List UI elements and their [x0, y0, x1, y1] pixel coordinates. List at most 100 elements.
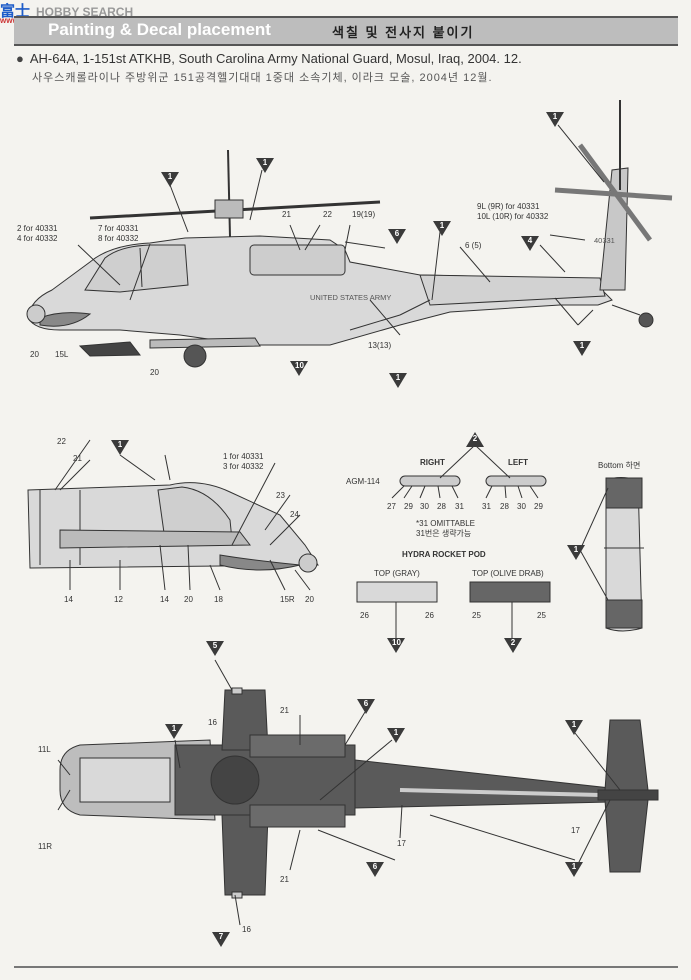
- hydra-top-gray: TOP (GRAY): [374, 569, 420, 578]
- agm-r28: 28: [437, 502, 446, 511]
- subject-en: AH-64A, 1-151st ATKHB, South Carolina Ar…: [29, 51, 522, 66]
- bottom-title-ko: 하면: [625, 461, 641, 470]
- label-13: 13(13): [368, 341, 392, 350]
- label-19: 19(19): [352, 210, 376, 219]
- label-d14a: 14: [64, 595, 73, 604]
- agm-label: AGM-114: [346, 477, 380, 486]
- agm-r27: 27: [387, 502, 396, 511]
- callout-1: 1: [546, 112, 564, 127]
- agm-left-title: LEFT: [508, 458, 528, 467]
- top-label-11r: 11R: [38, 842, 53, 851]
- callout-1: 1: [256, 158, 274, 173]
- callout-1: 1: [387, 728, 405, 743]
- label-2-for-40331: 2 for 40331: [17, 224, 58, 233]
- section-header: Painting & Decal placement 색칠 및 전사지 붙이기: [14, 16, 678, 46]
- page-border-bottom: [14, 966, 678, 968]
- callout-6: 6: [357, 699, 375, 714]
- callout-1: 1: [161, 172, 179, 187]
- agm-l31: 31: [482, 502, 491, 511]
- agm-r31: 31: [455, 502, 464, 511]
- fuselage-marking: UNITED STATES ARMY: [310, 293, 392, 302]
- label-d20b: 20: [305, 595, 314, 604]
- callout-2: 2: [504, 638, 522, 653]
- callout-5: 5: [206, 641, 224, 656]
- label-d14b: 14: [160, 595, 169, 604]
- subject-line: ● AH-64A, 1-151st ATKHB, South Carolina A…: [16, 51, 522, 66]
- hydra-title: HYDRA ROCKET POD: [402, 550, 486, 559]
- label-4-for-40332: 4 for 40332: [17, 234, 58, 243]
- label-15l: 15L: [55, 350, 69, 359]
- top-label-21a: 21: [280, 706, 289, 715]
- side-view-helicopter: [26, 100, 673, 368]
- callout-1: 1: [567, 545, 585, 560]
- omit-note-en: *31 OMITTABLE: [416, 519, 475, 528]
- agm-right-title: RIGHT: [420, 458, 445, 467]
- agm-r29: 29: [404, 502, 413, 511]
- callout-4: 4: [521, 236, 539, 251]
- agm-missiles: [391, 444, 547, 499]
- label-6-5: 6 (5): [465, 241, 482, 250]
- callout-6: 6: [388, 229, 406, 244]
- bottom-view-wing: [579, 477, 644, 632]
- label-d12: 12: [114, 595, 123, 604]
- label-10l: 10L (10R) for 40332: [477, 212, 549, 221]
- callout-1: 1: [165, 724, 183, 739]
- label-23: 23: [276, 491, 285, 500]
- bullet-icon: ●: [16, 51, 24, 66]
- label-24: 24: [290, 510, 299, 519]
- callout-10: 10: [387, 638, 405, 653]
- label-d21: 21: [73, 454, 82, 463]
- top-view-helicopter: [57, 659, 659, 926]
- agm-l30: 30: [517, 502, 526, 511]
- header-title-ko: 색칠 및 전사지 붙이기: [332, 25, 475, 40]
- label-d18: 18: [214, 595, 223, 604]
- omit-note-ko: 31번은 생략가능: [416, 529, 472, 538]
- label-9l: 9L (9R) for 40331: [477, 202, 540, 211]
- callout-7: 7: [212, 932, 230, 947]
- callout-1: 1: [111, 440, 129, 455]
- label-3-for-40332: 3 for 40332: [223, 462, 264, 471]
- hydra-top-olive: TOP (OLIVE DRAB): [472, 569, 544, 578]
- hydra-o25a: 25: [472, 611, 481, 620]
- callout-1: 1: [573, 341, 591, 356]
- top-label-17b: 17: [571, 826, 580, 835]
- tail-number-marking: 40331: [594, 236, 615, 245]
- label-d22: 22: [57, 437, 66, 446]
- hydra-o25b: 25: [537, 611, 546, 620]
- label-21: 21: [282, 210, 291, 219]
- callout-10: 10: [290, 361, 308, 376]
- label-1-for-40331: 1 for 40331: [223, 452, 264, 461]
- agm-r30: 30: [420, 502, 429, 511]
- agm-l29: 29: [534, 502, 543, 511]
- watermark-logo: 富士: [0, 3, 31, 20]
- hydra-g26b: 26: [425, 611, 434, 620]
- label-20b: 20: [150, 368, 159, 377]
- hydra-pods: [356, 581, 551, 640]
- watermark-site: HOBBY SEARCH: [36, 5, 134, 19]
- top-label-17a: 17: [397, 839, 406, 848]
- side-view-detail: [27, 439, 319, 591]
- bottom-title-en: Bottom: [598, 461, 624, 470]
- top-label-21b: 21: [280, 875, 289, 884]
- top-label-11l: 11L: [38, 745, 51, 754]
- hydra-g26a: 26: [360, 611, 369, 620]
- top-label-16a: 16: [208, 718, 217, 727]
- header-title-en: Painting & Decal placement: [48, 20, 271, 39]
- label-d15r: 15R: [280, 595, 295, 604]
- callout-1: 1: [389, 373, 407, 388]
- callout-6: 6: [366, 862, 384, 877]
- callout-1: 1: [433, 221, 451, 236]
- callout-2: 2: [466, 432, 484, 447]
- label-20a: 20: [30, 350, 39, 359]
- label-22: 22: [323, 210, 332, 219]
- top-label-16b: 16: [242, 925, 251, 934]
- label-7-for-40331: 7 for 40331: [98, 224, 139, 233]
- callout-1: 1: [565, 862, 583, 877]
- bottom-title: Bottom 하면: [598, 461, 640, 471]
- label-d20a: 20: [184, 595, 193, 604]
- agm-l28: 28: [500, 502, 509, 511]
- label-8-for-40332: 8 for 40332: [98, 234, 139, 243]
- callout-1: 1: [565, 720, 583, 735]
- subject-ko: 사우스캐롤라이나 주방위군 151공격헬기대대 1중대 소속기체, 이라크 모술…: [32, 72, 493, 84]
